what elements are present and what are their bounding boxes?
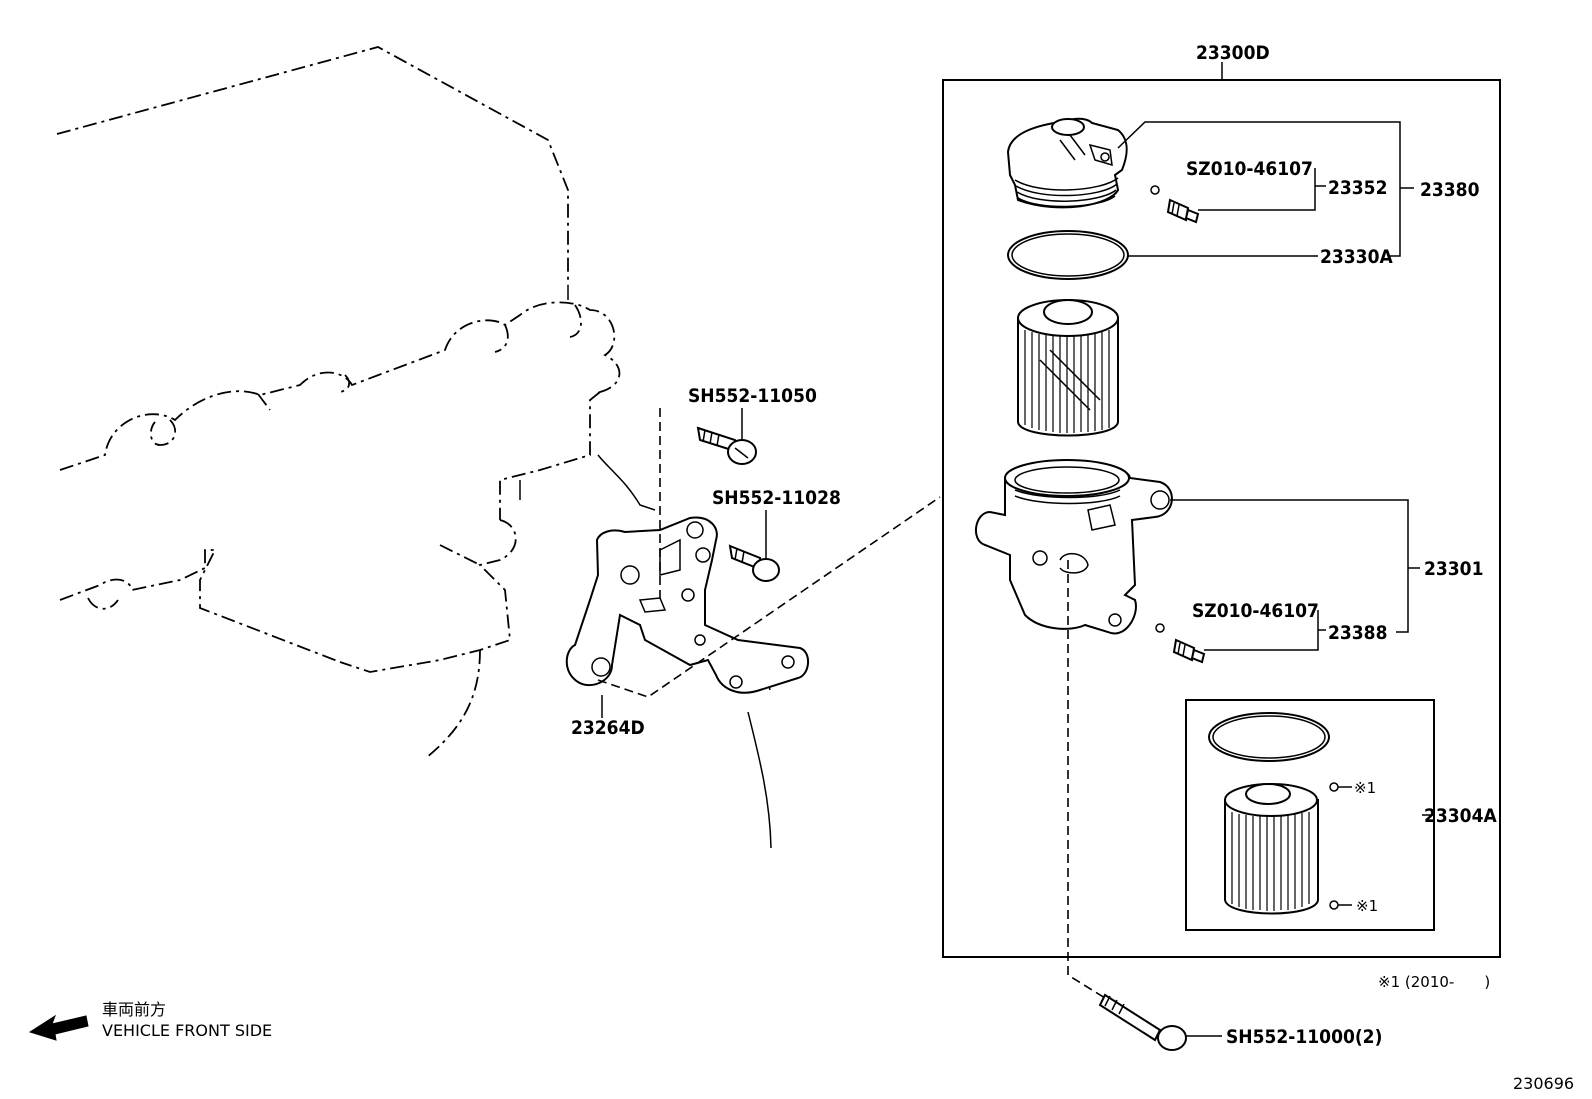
label-kit-note-1: ※1 (1354, 779, 1376, 797)
label-sensor-part-bottom[interactable]: SZ010-46107 (1192, 600, 1319, 622)
label-o-ring[interactable]: 23330A (1320, 246, 1393, 268)
label-element-kit[interactable]: 23304A (1424, 805, 1497, 827)
label-assembly[interactable]: 23300D (1196, 42, 1270, 64)
orientation-japanese: 車両前方 (102, 1000, 166, 1019)
assembly-box (942, 62, 1501, 958)
label-bracket[interactable]: 23264D (571, 717, 645, 739)
label-kit-note-2: ※1 (1356, 897, 1378, 915)
o-ring-icon (1007, 230, 1129, 280)
bracket-part (565, 516, 809, 694)
front-direction-arrow-icon (28, 1014, 89, 1041)
label-sensor-part-top[interactable]: SZ010-46107 (1186, 158, 1313, 180)
label-sensor-assembly-bottom[interactable]: 23388 (1328, 622, 1387, 644)
footnote: ※1 (2010- ) (1378, 973, 1490, 991)
element-kit-box (1185, 699, 1435, 931)
filter-element-icon (1017, 299, 1119, 437)
figure-number: 230696 (1513, 1074, 1574, 1093)
label-housing[interactable]: 23301 (1424, 558, 1483, 580)
engine-block-outline (56, 46, 772, 849)
filter-housing-icon (975, 459, 1173, 635)
label-bolt-11050[interactable]: SH552-11050 (688, 385, 817, 407)
label-bolt-11000[interactable]: SH552-11000(2) (1226, 1026, 1382, 1048)
filter-cap-icon (1006, 117, 1128, 209)
bolt-11050-icon (696, 426, 757, 465)
orientation-english: VEHICLE FRONT SIDE (102, 1021, 272, 1040)
label-bolt-11028[interactable]: SH552-11028 (712, 487, 841, 509)
sensor-bottom-icon (1155, 623, 1206, 664)
sensor-top-icon (1150, 185, 1200, 224)
bolt-11028-icon (728, 544, 780, 582)
label-cap-assembly[interactable]: 23380 (1420, 179, 1480, 201)
bolt-11000-icon (1098, 993, 1222, 1051)
label-sensor-assembly-top[interactable]: 23352 (1328, 177, 1387, 199)
